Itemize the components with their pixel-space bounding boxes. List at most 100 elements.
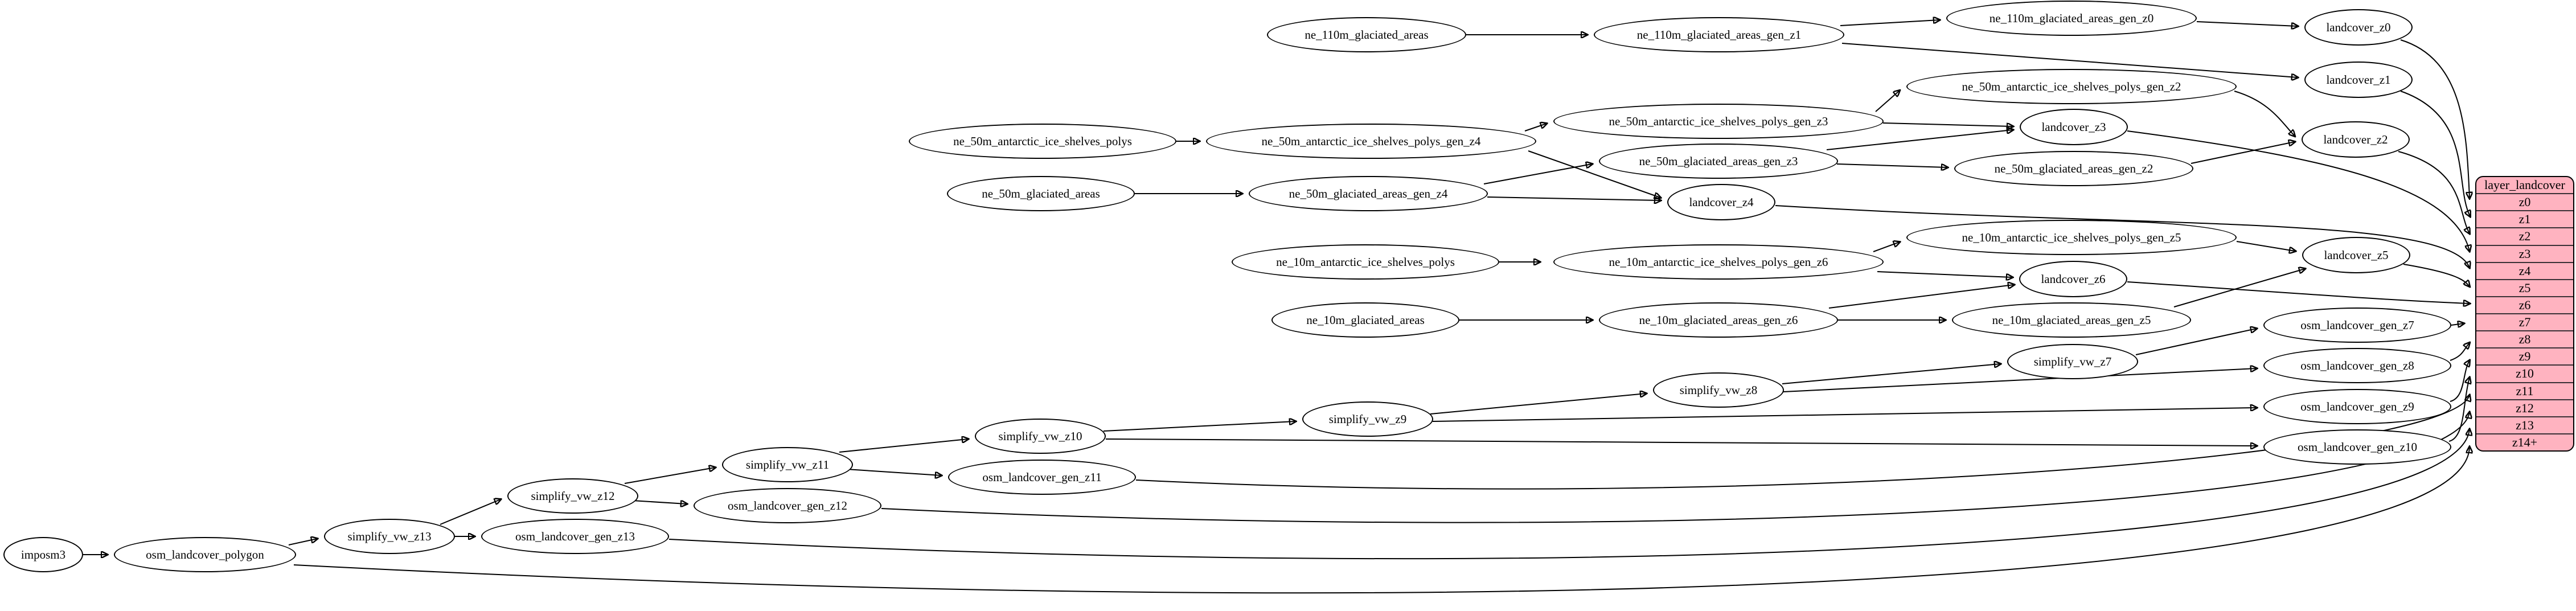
node-ne-110m-glaciated-areas-gen-z1: ne_110m_glaciated_areas_gen_z1	[1594, 17, 1844, 52]
table-row-z0: z0	[2476, 193, 2573, 210]
node-ne-10m-antarctic-ice-shelves-polys: ne_10m_antarctic_ice_shelves_polys	[1232, 244, 1499, 280]
table-row-z6: z6	[2476, 296, 2573, 313]
edge	[1432, 408, 2257, 422]
table-row-z5: z5	[2476, 278, 2573, 296]
edge	[1826, 130, 2013, 150]
node-osm-landcover-polygon: osm_landcover_polygon	[114, 537, 296, 572]
node-landcover-z0: landcover_z0	[2304, 9, 2413, 46]
edge	[1524, 124, 1547, 132]
table-row-z13: z13	[2476, 416, 2573, 433]
node-ne-50m-glaciated-areas: ne_50m_glaciated_areas	[947, 176, 1135, 211]
table-row-z2: z2	[2476, 227, 2573, 244]
edge	[668, 429, 2470, 560]
node-osm-landcover-gen-z9: osm_landcover_gen_z9	[2263, 389, 2451, 424]
edge	[1782, 364, 2000, 384]
edge	[2400, 39, 2470, 198]
edge	[2173, 269, 2305, 307]
edge	[2450, 360, 2470, 402]
edge	[1873, 242, 1900, 252]
edge	[2135, 329, 2257, 355]
edge	[846, 469, 941, 475]
node-osm-landcover-gen-z8: osm_landcover_gen_z8	[2263, 348, 2451, 383]
node-ne-10m-antarctic-ice-shelves-polys-gen-z5: ne_10m_antarctic_ice_shelves_polys_gen_z…	[1906, 220, 2237, 255]
table-title: layer_landcover	[2484, 178, 2565, 192]
node-simplify-vw-z9: simplify_vw_z9	[1302, 401, 1433, 437]
table-row-z12: z12	[2476, 399, 2573, 416]
node-landcover-z3: landcover_z3	[2020, 109, 2128, 145]
edge	[1828, 285, 2014, 309]
edge	[2451, 323, 2464, 325]
edge	[1875, 91, 1900, 112]
node-simplify-vw-z13: simplify_vw_z13	[324, 519, 455, 554]
node-ne-10m-glaciated-areas-gen-z6: ne_10m_glaciated_areas_gen_z6	[1599, 302, 1838, 338]
node-osm-landcover-gen-z11: osm_landcover_gen_z11	[948, 460, 1136, 495]
edge	[2403, 264, 2470, 286]
edge	[1105, 438, 2257, 446]
edge	[1483, 164, 1592, 184]
edge	[1841, 43, 2298, 77]
edge	[1840, 20, 1939, 26]
node-ne-50m-antarctic-ice-shelves-polys-gen-z3: ne_50m_antarctic_ice_shelves_polys_gen_z…	[1553, 104, 1884, 139]
node-ne-50m-antarctic-ice-shelves-polys: ne_50m_antarctic_ice_shelves_polys	[909, 124, 1176, 159]
node-ne-50m-antarctic-ice-shelves-polys-gen-z4: ne_50m_antarctic_ice_shelves_polys_gen_z…	[1206, 124, 1536, 159]
node-landcover-z1: landcover_z1	[2304, 61, 2413, 98]
table-row-z10: z10	[2476, 364, 2573, 382]
edge	[2196, 21, 2298, 26]
node-landcover-z2: landcover_z2	[2302, 121, 2410, 158]
table-row-z4: z4	[2476, 261, 2573, 279]
layer-landcover-table: layer_landcover z0 z1 z2 z3 z4 z5 z6 z7 …	[2475, 176, 2574, 452]
edge	[2127, 130, 2470, 251]
table-row-z9: z9	[2476, 347, 2573, 364]
edge	[839, 439, 968, 453]
edge	[440, 499, 501, 525]
edge	[1487, 196, 1660, 200]
node-osm-landcover-gen-z12: osm_landcover_gen_z12	[694, 488, 881, 523]
edge	[624, 468, 715, 484]
node-osm-landcover-gen-z7: osm_landcover_gen_z7	[2263, 307, 2451, 343]
edge	[1430, 393, 1646, 415]
node-ne-10m-glaciated-areas-gen-z5: ne_10m_glaciated_areas_gen_z5	[1952, 302, 2191, 338]
node-landcover-z5: landcover_z5	[2302, 237, 2410, 273]
table-row-z14plus: z14+	[2476, 433, 2573, 450]
edge	[288, 539, 317, 546]
edge	[2450, 343, 2470, 361]
node-simplify-vw-z12: simplify_vw_z12	[507, 478, 638, 514]
node-osm-landcover-gen-z10: osm_landcover_gen_z10	[2263, 429, 2451, 465]
edge	[1882, 122, 2013, 126]
node-landcover-z6: landcover_z6	[2019, 261, 2127, 297]
node-ne-110m-glaciated-areas: ne_110m_glaciated_areas	[1267, 17, 1466, 52]
edge	[1836, 163, 1947, 167]
edge	[1135, 395, 2470, 490]
edge	[631, 500, 687, 504]
edge	[2448, 378, 2470, 442]
table-row-z8: z8	[2476, 330, 2573, 347]
edge	[2127, 281, 2470, 304]
edge	[2191, 142, 2295, 164]
node-simplify-vw-z8: simplify_vw_z8	[1653, 372, 1784, 408]
edge	[1775, 205, 2470, 268]
node-landcover-z4: landcover_z4	[1667, 184, 1775, 220]
node-ne-50m-glaciated-areas-gen-z2: ne_50m_glaciated_areas_gen_z2	[1954, 151, 2193, 186]
node-simplify-vw-z7: simplify_vw_z7	[2007, 344, 2138, 379]
edge	[1877, 271, 2012, 277]
edge	[2236, 241, 2295, 251]
table-row-z7: z7	[2476, 313, 2573, 330]
node-simplify-vw-z11: simplify_vw_z11	[722, 447, 853, 482]
table-row-z11: z11	[2476, 382, 2573, 399]
edge	[1103, 421, 1295, 432]
edge	[2234, 91, 2295, 136]
edge	[293, 447, 2470, 594]
edge	[1783, 368, 2257, 392]
table-row-z3: z3	[2476, 244, 2573, 262]
node-ne-50m-antarctic-ice-shelves-polys-gen-z2: ne_50m_antarctic_ice_shelves_polys_gen_z…	[1906, 69, 2237, 104]
node-osm-landcover-gen-z13: osm_landcover_gen_z13	[481, 519, 669, 554]
node-ne-50m-glaciated-areas-gen-z4: ne_50m_glaciated_areas_gen_z4	[1249, 176, 1488, 211]
node-ne-10m-glaciated-areas: ne_10m_glaciated_areas	[1271, 302, 1459, 338]
node-imposm3: imposm3	[3, 537, 83, 572]
node-simplify-vw-z10: simplify_vw_z10	[975, 419, 1106, 454]
edge	[2398, 151, 2470, 233]
node-ne-10m-antarctic-ice-shelves-polys-gen-z6: ne_10m_antarctic_ice_shelves_polys_gen_z…	[1553, 244, 1884, 280]
node-ne-110m-glaciated-areas-gen-z0: ne_110m_glaciated_areas_gen_z0	[1946, 1, 2197, 36]
